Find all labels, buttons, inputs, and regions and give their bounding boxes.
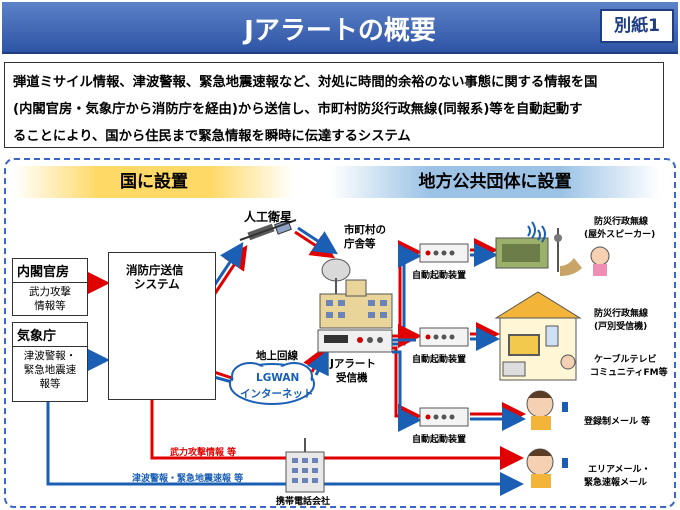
- jma-info-line-1: 津波警報・: [23, 350, 77, 362]
- cabinet-name: 内閣官房: [13, 259, 87, 283]
- outdoor-speaker-icon: [495, 221, 582, 276]
- satellite-label: 人工衛星: [244, 210, 293, 224]
- cabinet-info-line-1: 武力攻撃: [29, 286, 71, 298]
- arrow-satellite-to-office-blue: [297, 226, 339, 255]
- description-line-3: ることにより、国から住民まで緊急情報を瞬時に伝達するシステム: [13, 129, 411, 144]
- carrier-red-label: 武力攻撃情報 等: [170, 448, 237, 458]
- indoor-receiver-line-1: 防災行政無線: [594, 309, 649, 319]
- section-national: 国に設置: [14, 166, 294, 198]
- arrow-satellite-to-office-red: [294, 230, 336, 259]
- attachment-tag: 別紙1: [600, 9, 674, 43]
- jma-box: 気象庁 津波警報・ 緊急地震速 報等: [12, 322, 88, 402]
- jma-name: 気象庁: [13, 323, 87, 347]
- cable-tv-line-1: ケーブルテレビ: [594, 355, 657, 365]
- page-title: Jアラートの概要: [244, 16, 436, 46]
- receiver-line-1: Jアラート: [330, 358, 376, 370]
- registered-mail-label: 登録制メール 等: [584, 417, 651, 427]
- receiver-line-2: 受信機: [336, 372, 368, 384]
- fdma-line-1: 消防庁送信: [126, 263, 184, 277]
- carrier-company-label: 携帯電話会社: [276, 497, 331, 507]
- description-line-2: (内閣官房・気象庁から消防庁を経由)から送信し、市町村防災行政無線(同報系)等を…: [13, 102, 583, 117]
- auto-device-3-icon: [419, 407, 469, 427]
- description-box: 弾道ミサイル情報、津波警報、緊急地震速報など、対処に時間的余裕のない事態に関する…: [4, 62, 664, 148]
- satellite-dish-icon: [321, 258, 351, 294]
- indoor-receiver-line-2: (戸別受信機): [594, 322, 648, 332]
- diagram-frame: [4, 158, 676, 508]
- carrier-building-icon: [285, 438, 325, 493]
- person-outdoor-icon: [590, 246, 610, 276]
- auto-device-2-label: 自動起動装置: [412, 355, 467, 365]
- area-mail-line-1: エリアメール・: [588, 465, 651, 475]
- arrow-carrier-red: [150, 398, 524, 470]
- arrow-lgwan-to-receiver-blue: [307, 349, 329, 377]
- municipal-office-line-2: 庁舎等: [344, 238, 376, 250]
- internet-label: インターネット: [240, 388, 314, 400]
- house-icon: [494, 291, 582, 381]
- area-mail-line-2: 緊急速報メール: [584, 478, 648, 488]
- arrow-carrier-blue: [46, 398, 524, 496]
- outdoor-speaker-line-2: (屋外スピーカー): [584, 230, 656, 240]
- arrow-receiver-to-auto3-blue: [392, 350, 422, 432]
- ground-line-label: 地上回線: [256, 350, 298, 362]
- cabinet-info-line-2: 情報等: [34, 300, 66, 312]
- fdma-system-box: [108, 252, 216, 400]
- municipal-office-line-1: 市町村の: [344, 224, 386, 236]
- lgwan-cloud-icon: [229, 362, 315, 405]
- satellite-icon: [239, 219, 297, 241]
- carrier-blue-label: 津波警報・緊急地震速報 等: [132, 474, 244, 484]
- description-line-1: 弾道ミサイル情報、津波警報、緊急地震速報など、対処に時間的余裕のない事態に関する…: [13, 75, 598, 90]
- auto-device-3-label: 自動起動装置: [412, 435, 467, 445]
- person-area-mail-icon: [526, 448, 568, 488]
- title-bar: [2, 2, 678, 54]
- lgwan-label: LGWAN: [256, 372, 300, 384]
- arrow-fdma-to-lgwan: [212, 350, 233, 380]
- cabinet-secretariat-box: 内閣官房 武力攻撃 情報等: [12, 258, 88, 316]
- fdma-line-2: システム: [134, 277, 180, 291]
- person-mail-icon: [526, 390, 568, 430]
- jma-info-line-3: 報等: [39, 378, 61, 390]
- municipal-building-icon: [319, 279, 393, 329]
- auto-device-1-icon: [419, 243, 469, 263]
- jma-info-line-2: 緊急地震速: [23, 364, 77, 376]
- auto-device-1-label: 自動起動装置: [412, 271, 467, 281]
- cable-tv-line-2: コミュニティFM等: [590, 368, 668, 378]
- outdoor-speaker-line-1: 防災行政無線: [594, 217, 649, 227]
- arrow-fdma-to-satellite-red: [212, 245, 248, 296]
- section-local: 地方公共団体に設置: [330, 166, 660, 198]
- auto-device-2-icon: [419, 327, 469, 347]
- receiver-device-icon: [317, 329, 393, 353]
